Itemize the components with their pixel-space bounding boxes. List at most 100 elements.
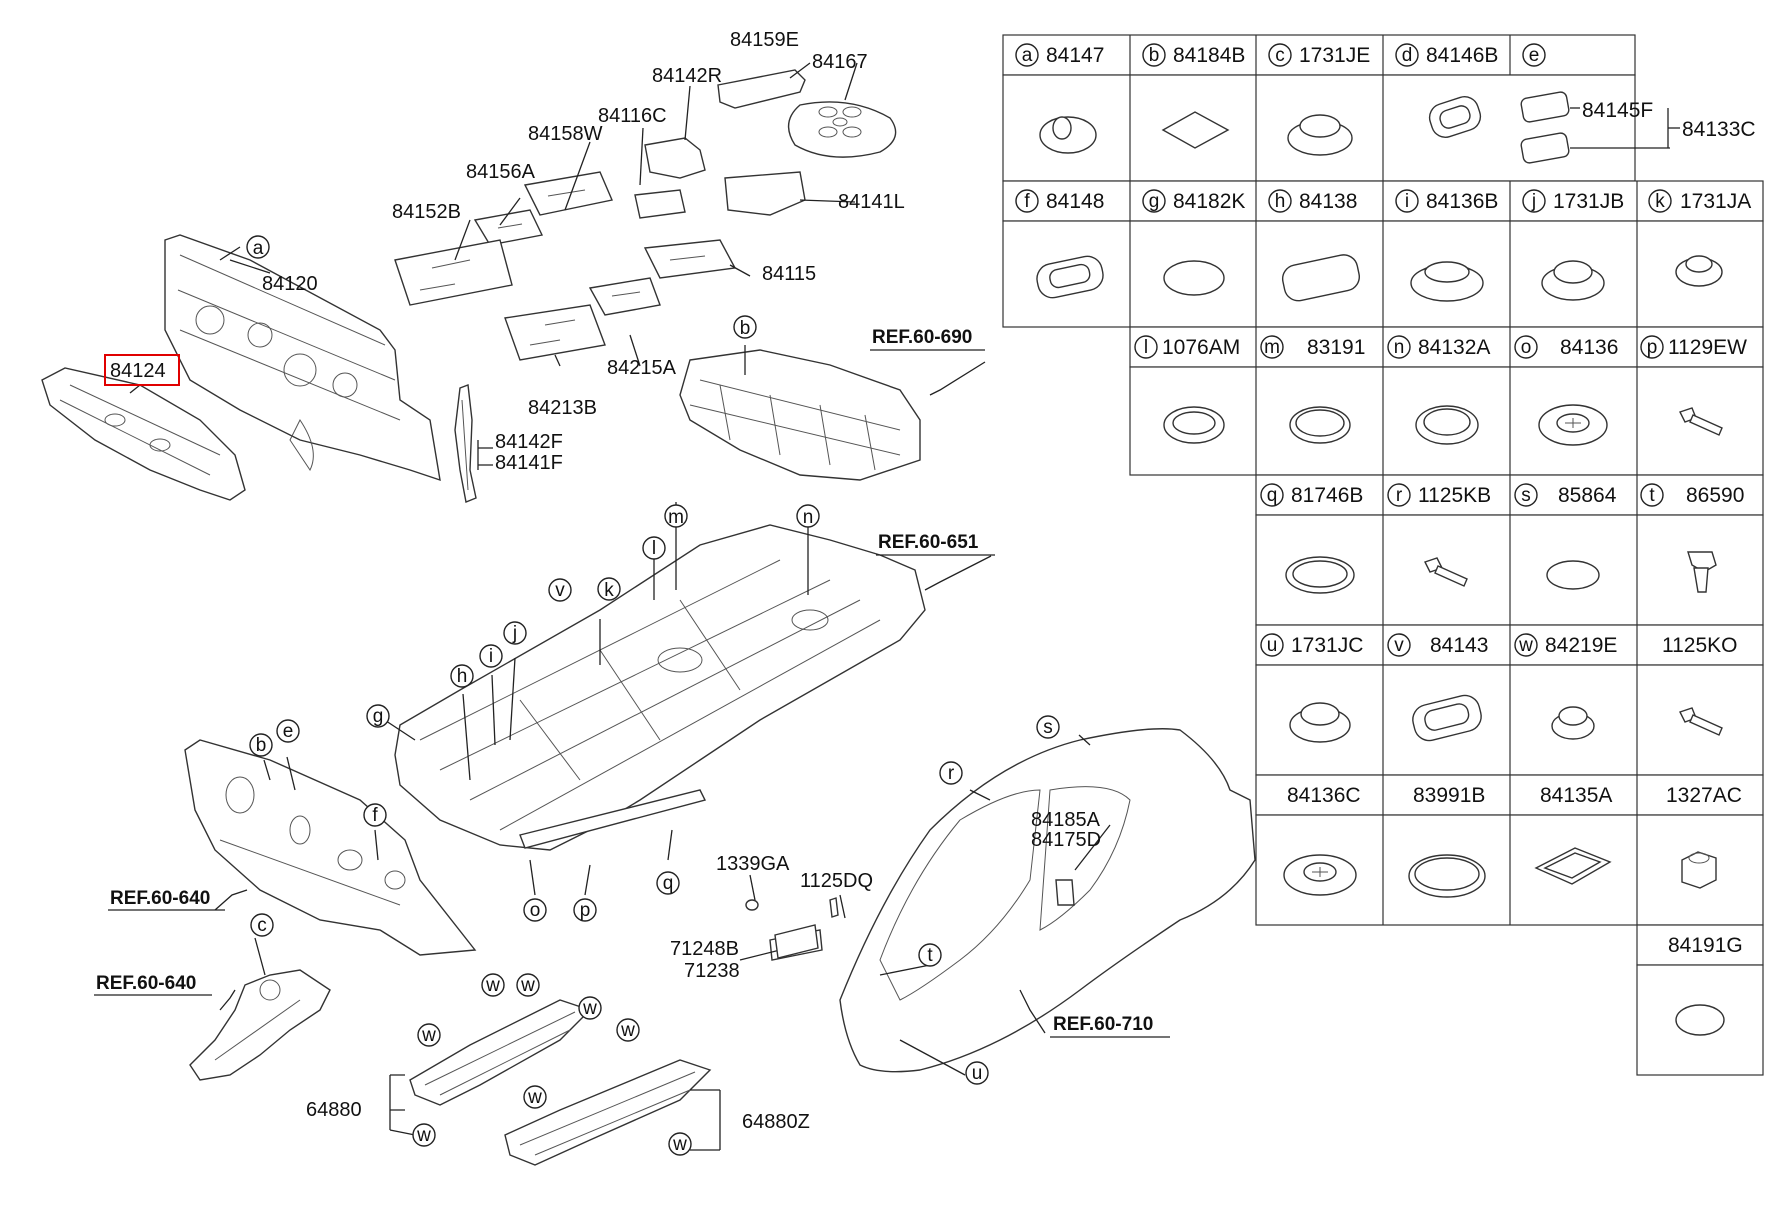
- callout-o: o: [523, 898, 547, 922]
- svg-text:n: n: [803, 507, 814, 528]
- label-1339GA: 1339GA: [716, 853, 790, 875]
- table-row-4: [1255, 474, 1764, 626]
- svg-text:k: k: [1655, 191, 1665, 212]
- svg-text:q: q: [1267, 485, 1278, 506]
- svg-text:o: o: [530, 900, 541, 921]
- callout-w5: w: [616, 1018, 640, 1042]
- label-64880Z: 64880Z: [742, 1111, 810, 1133]
- svg-text:1731JB: 1731JB: [1553, 190, 1624, 213]
- svg-text:84147: 84147: [1046, 44, 1104, 67]
- svg-text:o: o: [1521, 337, 1532, 358]
- svg-text:w: w: [582, 998, 597, 1019]
- svg-text:1125KO: 1125KO: [1662, 634, 1738, 657]
- cell-j-1731JB: j 1731JB: [1522, 189, 1624, 301]
- callout-w6: w: [523, 1085, 547, 1109]
- ref-60-640-upper[interactable]: REF.60-640: [110, 888, 210, 909]
- ref-labels: REF.60-690 REF.60-651 REF.60-640 REF.60-…: [94, 327, 1170, 1038]
- svg-text:l: l: [1144, 337, 1148, 358]
- label-64880: 64880: [306, 1099, 362, 1121]
- label-84159E: 84159E: [730, 29, 799, 51]
- under-cover-64880Z: [504, 1059, 712, 1166]
- callout-w3: w: [417, 1023, 441, 1047]
- cell-a-84147: a 84147: [1015, 43, 1104, 154]
- highlight-84124: [104, 354, 180, 386]
- callout-w8: w: [668, 1132, 692, 1156]
- svg-text:1327AC: 1327AC: [1666, 784, 1742, 807]
- svg-text:h: h: [457, 666, 468, 687]
- svg-text:84136: 84136: [1560, 336, 1618, 359]
- svg-text:j: j: [1531, 191, 1536, 212]
- callout-q: q: [656, 871, 680, 895]
- label-84215A: 84215A: [607, 357, 677, 379]
- callout-w7: w: [412, 1123, 436, 1147]
- cell-c-1731JE: c 1731JE: [1268, 43, 1370, 156]
- label-84213B: 84213B: [528, 397, 597, 419]
- svg-text:1076AM: 1076AM: [1162, 336, 1240, 359]
- svg-text:85864: 85864: [1558, 484, 1617, 507]
- svg-text:v: v: [555, 580, 565, 601]
- cell-83991B: 83991B: [1408, 784, 1486, 898]
- callout-w2: w: [516, 973, 540, 997]
- front-side-member: [189, 969, 331, 1081]
- callout-b-tray: b: [733, 315, 757, 339]
- ref-60-640-lower[interactable]: REF.60-640: [96, 973, 196, 994]
- ref-60-651[interactable]: REF.60-651: [878, 532, 979, 553]
- svg-text:u: u: [972, 1063, 983, 1084]
- svg-text:l: l: [652, 538, 656, 559]
- svg-text:c: c: [257, 915, 267, 936]
- label-1125DQ: 1125DQ: [800, 870, 873, 892]
- ref-60-710[interactable]: REF.60-710: [1053, 1014, 1153, 1035]
- svg-text:m: m: [668, 507, 684, 528]
- part-labels: 84159E 84167 84142R 84116C 84158W 84156A…: [110, 29, 1101, 1133]
- svg-text:84146B: 84146B: [1426, 44, 1498, 67]
- svg-text:p: p: [580, 900, 591, 921]
- svg-text:h: h: [1275, 191, 1286, 212]
- svg-text:w: w: [485, 975, 500, 996]
- svg-text:g: g: [373, 706, 384, 727]
- cell-r-1125KB: r 1125KB: [1387, 483, 1491, 587]
- body-side-panel: [769, 728, 1256, 1073]
- svg-text:a: a: [1022, 45, 1033, 66]
- label-71248B: 71248B: [670, 938, 739, 960]
- cell-84135A: 84135A: [1534, 784, 1612, 885]
- svg-text:81746B: 81746B: [1291, 484, 1363, 507]
- svg-text:1125KB: 1125KB: [1418, 484, 1491, 507]
- svg-text:g: g: [1149, 191, 1160, 212]
- cell-v-84143: v 84143: [1387, 633, 1488, 742]
- bracket-84142F: [454, 384, 477, 503]
- callout-r: r: [939, 761, 963, 785]
- cell-1125KO: 1125KO: [1662, 634, 1738, 736]
- callout-a: a: [246, 235, 270, 259]
- callout-g: g: [366, 704, 390, 728]
- rear-package-tray: [679, 349, 921, 481]
- cell-o-84136: o 84136: [1514, 335, 1618, 446]
- svg-text:i: i: [489, 646, 493, 667]
- svg-text:n: n: [1394, 337, 1405, 358]
- cell-g-84182K: g 84182K: [1142, 189, 1245, 296]
- callout-w4: w: [578, 996, 602, 1020]
- callout-p: p: [573, 898, 597, 922]
- table-row-3: [1129, 326, 1764, 476]
- svg-text:e: e: [1529, 45, 1540, 66]
- label-84156A: 84156A: [466, 161, 536, 183]
- callout-k: k: [597, 577, 621, 601]
- ref-60-690[interactable]: REF.60-690: [872, 327, 972, 348]
- svg-text:1731JC: 1731JC: [1291, 634, 1363, 657]
- svg-text:m: m: [1264, 337, 1280, 358]
- svg-text:d: d: [1402, 45, 1413, 66]
- svg-text:84135A: 84135A: [1540, 784, 1612, 807]
- cell-t-86590: t 86590: [1640, 483, 1744, 593]
- svg-text:84184B: 84184B: [1173, 44, 1245, 67]
- callout-w1: w: [481, 973, 505, 997]
- insulator-pads-group: [394, 69, 897, 361]
- svg-text:83191: 83191: [1307, 336, 1365, 359]
- cell-k-1731JA: k 1731JA: [1648, 189, 1751, 287]
- cell-i-84136B: i 84136B: [1395, 189, 1498, 302]
- cell-n-84132A: n 84132A: [1387, 335, 1490, 445]
- label-84133C: 84133C: [1682, 118, 1756, 141]
- svg-text:f: f: [1024, 191, 1030, 212]
- svg-text:b: b: [256, 735, 267, 756]
- svg-text:v: v: [1394, 635, 1404, 656]
- cell-w-84219E: w 84219E: [1514, 633, 1617, 740]
